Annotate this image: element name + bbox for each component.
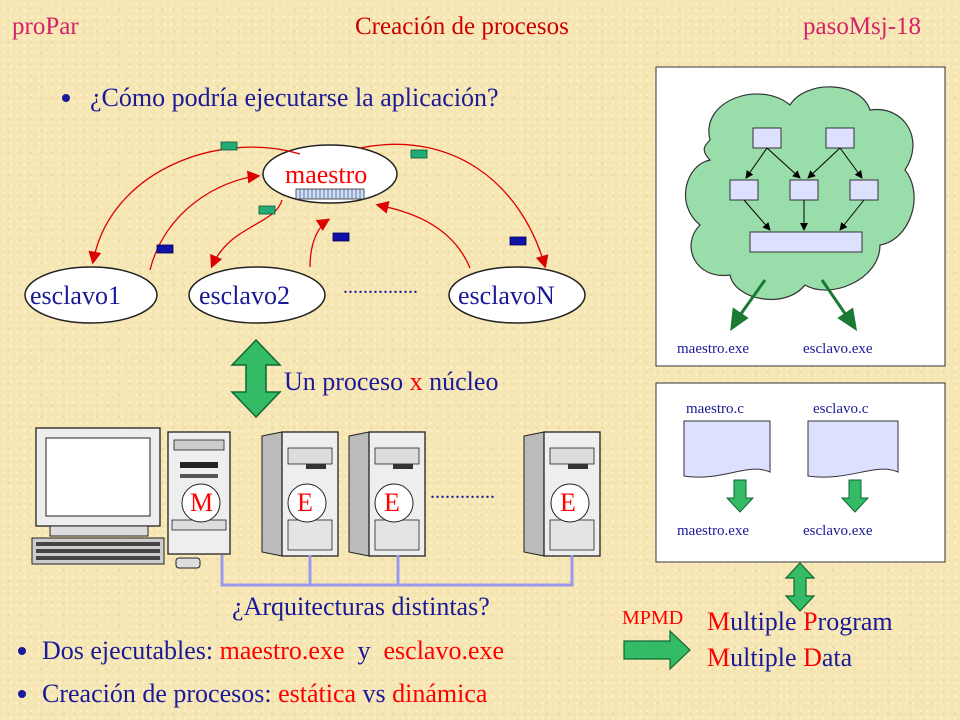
- slaves-ellipsis: ...............: [343, 276, 418, 298]
- master-process-node: [262, 144, 398, 204]
- slaveN-label: esclavoN: [458, 281, 555, 310]
- master-core-circle: [181, 483, 221, 523]
- one-per-core-suffix: núcleo: [422, 367, 499, 396]
- slave-core-circle: [550, 483, 590, 523]
- slave2-node: [188, 266, 326, 324]
- task-box: [789, 179, 819, 201]
- slaveN-node: [448, 266, 586, 324]
- arrow-master-to-slave2: [210, 199, 283, 269]
- server-tower-icon: [523, 431, 601, 557]
- one-process-per-core: Un proceso x núcleo: [284, 369, 498, 395]
- creation-static: estática: [278, 679, 357, 708]
- slave1-label: esclavo1: [30, 281, 121, 310]
- creation-bullet: Creación de procesos: estática vs dinámi…: [42, 681, 487, 707]
- slave2-label: esclavo2: [199, 281, 290, 310]
- mpmd-multiple1: ultiple: [730, 607, 804, 636]
- two-exe-prefix: Dos ejecutables:: [42, 636, 220, 665]
- mpmd-p: P: [803, 607, 818, 636]
- course-label: proPar: [12, 13, 79, 40]
- cloud-slave-exe-label: esclavo.exe: [803, 341, 873, 357]
- mpmd-d: D: [803, 643, 822, 672]
- compiled-slave-label: esclavo.exe: [803, 523, 873, 539]
- arch-question: ¿Arquitecturas distintas?: [232, 592, 490, 621]
- servers-ellipsis: .............: [430, 481, 495, 503]
- source-slave-label: esclavo.c: [813, 401, 869, 417]
- double-arrow-icon: [230, 338, 282, 419]
- task-box: [749, 231, 863, 253]
- slave-core-label: E: [560, 488, 576, 517]
- question-bullet: ¿Cómo podría ejecutarse la aplicación?: [90, 83, 499, 112]
- one-per-core-x: x: [409, 367, 423, 396]
- creation-vs: vs: [356, 679, 393, 708]
- task-box: [825, 127, 855, 149]
- task-box: [849, 179, 879, 201]
- source-master-label: maestro.c: [686, 401, 744, 417]
- arrow-slave2-to-master: [309, 218, 331, 268]
- source-file-icon: [807, 420, 899, 478]
- bullet-dot: [18, 690, 26, 698]
- mpmd-arrow-icon: [623, 629, 691, 671]
- creation-prefix: Creación de procesos:: [42, 679, 279, 708]
- cloud-master-exe-label: maestro.exe: [677, 341, 750, 357]
- arrow-master-to-slaveN: [359, 143, 549, 269]
- two-exe-y: y: [344, 636, 384, 665]
- master-core-label: M: [190, 488, 214, 517]
- bullet-dot: [62, 94, 70, 102]
- arrow-master-to-slave1: [88, 146, 301, 265]
- mpmd-line1: Multiple Program: [707, 609, 893, 635]
- mpmd-m1: M: [707, 607, 731, 636]
- slave-core-circle: [287, 483, 327, 523]
- slave-core-label: E: [384, 488, 400, 517]
- two-exe-slave: esclavo.exe: [383, 636, 505, 665]
- compile-arrow-icon: [840, 479, 870, 513]
- desktop-computer-icon: [31, 427, 231, 569]
- one-per-core-prefix: Un proceso: [284, 367, 410, 396]
- message-icon: [410, 149, 428, 159]
- bullet-dot: [18, 647, 26, 655]
- mpmd-data: ata: [821, 643, 853, 672]
- task-box: [752, 127, 782, 149]
- mpmd-m2: M: [707, 643, 731, 672]
- compile-arrow-icon: [725, 479, 755, 513]
- double-arrow-icon: [784, 562, 816, 612]
- compiled-master-label: maestro.exe: [677, 523, 750, 539]
- message-icon: [156, 244, 174, 254]
- two-executables-bullet: Dos ejecutables: maestro.exe y esclavo.e…: [42, 638, 504, 664]
- source-file-icon: [683, 420, 771, 478]
- slave1-node: [24, 266, 158, 324]
- task-box: [729, 179, 759, 201]
- mpmd-multiple2: ultiple: [730, 643, 804, 672]
- mpmd-line2: Multiple Data: [707, 645, 852, 671]
- network-bus: [220, 555, 574, 587]
- arrow-slaveN-to-master: [375, 200, 471, 269]
- creation-dynamic: dinámica: [392, 679, 488, 708]
- message-icon: [509, 236, 527, 246]
- message-icon: [332, 232, 350, 242]
- message-icon: [258, 205, 276, 215]
- message-icon: [220, 141, 238, 151]
- mpmd-program: rogram: [817, 607, 893, 636]
- slide-title: Creación de procesos: [355, 13, 569, 40]
- slide-number: pasoMsj-18: [803, 13, 922, 40]
- slave-core-circle: [374, 483, 414, 523]
- arrow-slave1-to-master: [149, 170, 261, 271]
- master-label: maestro: [285, 160, 368, 189]
- slave-core-label: E: [297, 488, 313, 517]
- two-exe-master: maestro.exe: [219, 636, 345, 665]
- mpmd-acronym: MPMD: [622, 607, 684, 629]
